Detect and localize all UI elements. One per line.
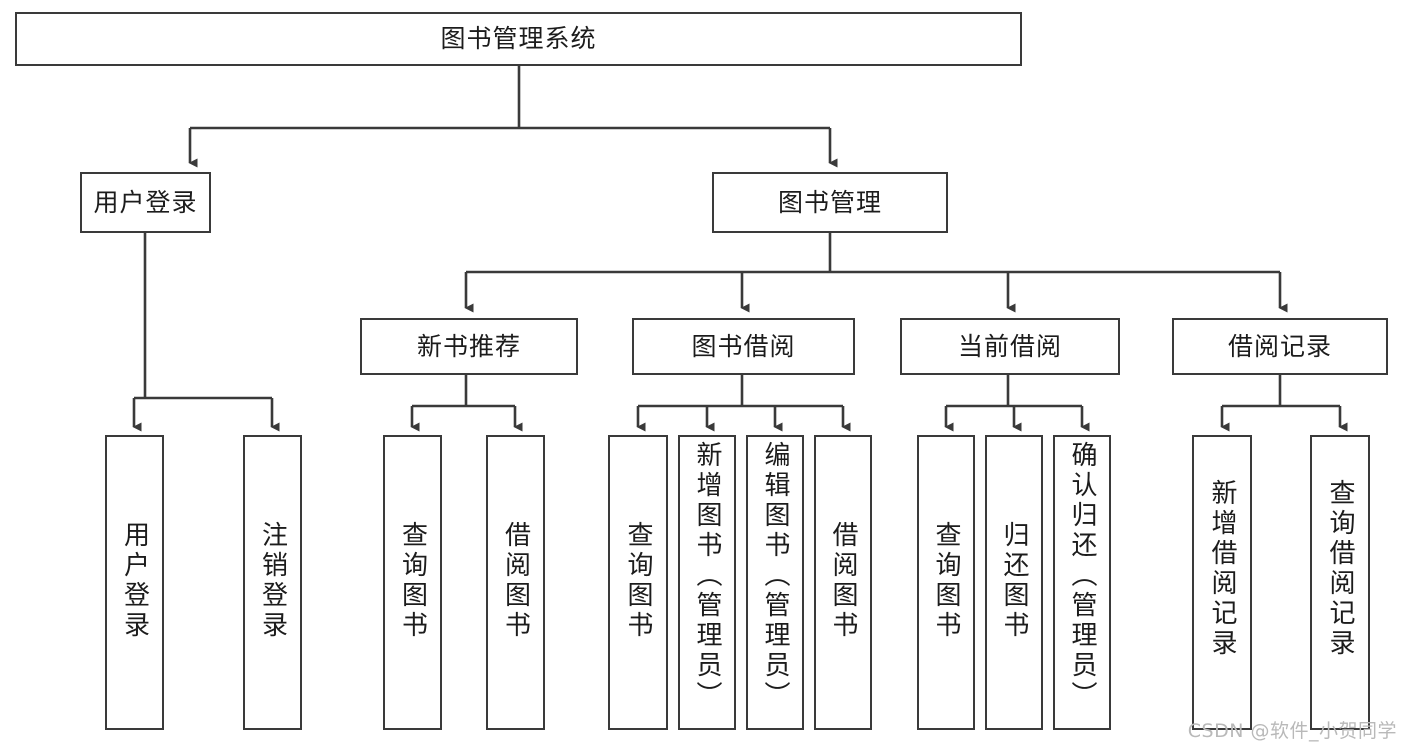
node-label: 确认归还（管理员） [1067, 441, 1097, 711]
node-label: 新增图书（管理员） [692, 441, 722, 711]
leaf-recommend-borrow-book[interactable]: 借阅图书 [486, 435, 545, 730]
node-label: 用户登录 [119, 521, 150, 641]
node-label: 查询借阅记录 [1325, 479, 1355, 659]
leaf-borrow-edit-book-admin[interactable]: 编辑图书（管理员） [746, 435, 804, 730]
leaf-recommend-query-book[interactable]: 查询图书 [383, 435, 442, 730]
leaf-user-login-logout[interactable]: 注销登录 [243, 435, 302, 730]
node-book-management[interactable]: 图书管理 [712, 172, 948, 233]
node-label: 查询图书 [931, 521, 961, 641]
node-label: 归还图书 [999, 521, 1029, 641]
node-borrow-record[interactable]: 借阅记录 [1172, 318, 1388, 375]
node-label: 新增借阅记录 [1207, 479, 1237, 659]
node-user-login[interactable]: 用户登录 [80, 172, 211, 233]
leaf-user-login-login[interactable]: 用户登录 [105, 435, 164, 730]
watermark-text: CSDN @软件_小贺同学 [1187, 720, 1397, 742]
leaf-current-return-book[interactable]: 归还图书 [985, 435, 1043, 730]
leaf-current-query-book[interactable]: 查询图书 [917, 435, 975, 730]
node-label: 图书管理系统 [440, 24, 597, 54]
leaf-borrow-add-book-admin[interactable]: 新增图书（管理员） [678, 435, 736, 730]
node-label: 查询图书 [397, 521, 428, 641]
node-label: 查询图书 [623, 521, 653, 641]
node-label: 借阅记录 [1227, 331, 1332, 361]
node-current-borrow[interactable]: 当前借阅 [900, 318, 1120, 375]
leaf-borrow-query-book[interactable]: 查询图书 [608, 435, 668, 730]
node-root-system[interactable]: 图书管理系统 [15, 12, 1022, 66]
leaf-current-confirm-return-admin[interactable]: 确认归还（管理员） [1053, 435, 1111, 730]
leaf-record-add-record[interactable]: 新增借阅记录 [1192, 435, 1252, 730]
node-label: 借阅图书 [828, 521, 858, 641]
node-label: 注销登录 [257, 521, 288, 641]
node-label: 编辑图书（管理员） [760, 441, 790, 711]
leaf-borrow-borrow-book[interactable]: 借阅图书 [814, 435, 872, 730]
node-label: 用户登录 [93, 187, 198, 217]
node-label: 借阅图书 [500, 521, 531, 641]
leaf-record-query-record[interactable]: 查询借阅记录 [1310, 435, 1370, 730]
node-label: 当前借阅 [957, 331, 1062, 361]
node-book-borrow[interactable]: 图书借阅 [632, 318, 855, 375]
node-label: 新书推荐 [416, 331, 521, 361]
node-label: 图书管理 [777, 187, 882, 217]
node-label: 图书借阅 [691, 331, 796, 361]
node-new-book-recommend[interactable]: 新书推荐 [360, 318, 578, 375]
